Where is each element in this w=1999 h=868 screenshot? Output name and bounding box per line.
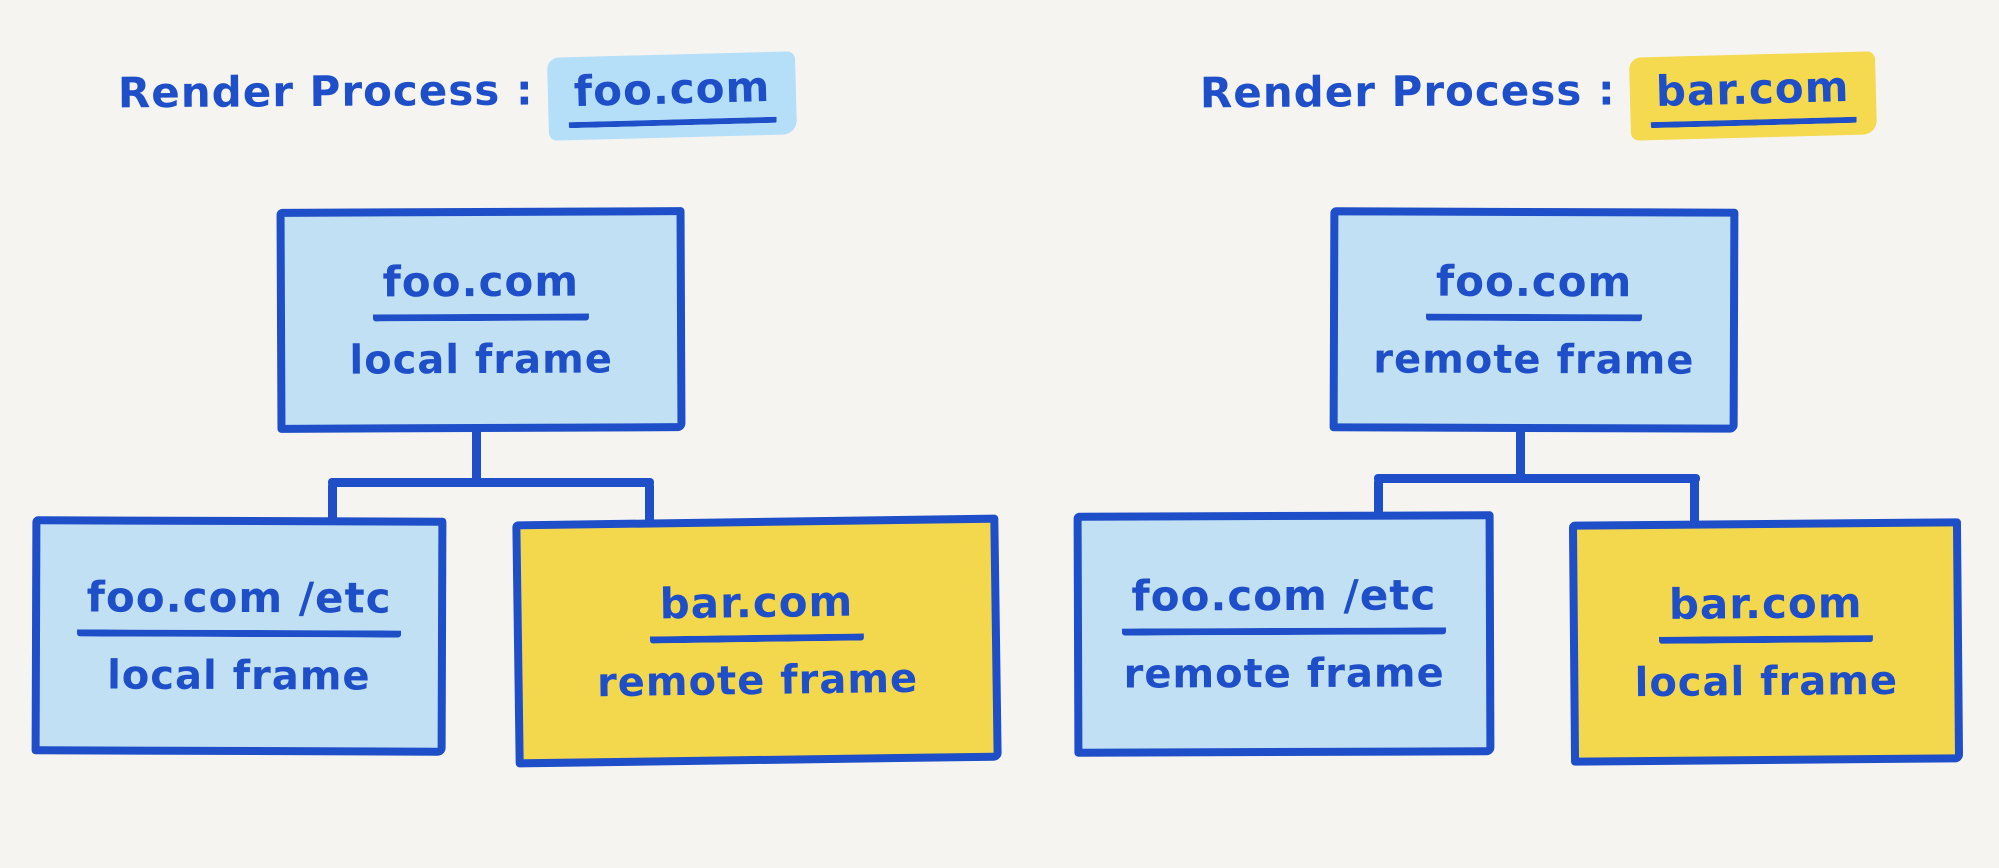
frame-type-label: remote frame (1123, 650, 1445, 698)
connector-drop-right (645, 482, 654, 526)
connector-horizontal (328, 478, 654, 487)
connector-root-stub (472, 424, 481, 486)
frame-box-child: bar.com local frame (1568, 518, 1964, 766)
connector-drop-left (1374, 478, 1383, 518)
frame-type-label: remote frame (1373, 336, 1695, 384)
connector-drop-left (328, 482, 337, 524)
panel-title-domain-highlight: foo.com (546, 51, 798, 141)
connector-root-stub (1516, 424, 1525, 482)
panel-title-domain-highlight: bar.com (1628, 51, 1877, 141)
frame-type-label: remote frame (596, 655, 919, 707)
frame-domain: foo.com (372, 256, 590, 322)
frame-domain: foo.com /etc (1121, 570, 1447, 636)
frame-box-root: foo.com local frame (276, 207, 686, 433)
frame-type-label: local frame (1634, 657, 1899, 707)
frame-domain: bar.com (1658, 578, 1873, 644)
frame-domain: foo.com /etc (76, 572, 402, 638)
frame-type-label: local frame (107, 652, 371, 700)
frame-domain: bar.com (649, 576, 864, 644)
panel-title-domain: foo.com (566, 61, 777, 129)
frame-box-root: foo.com remote frame (1329, 207, 1739, 433)
frame-domain: foo.com (1425, 256, 1643, 322)
frame-type-label: local frame (349, 336, 614, 384)
frame-box-child: foo.com /etc local frame (31, 516, 447, 756)
frame-box-child: foo.com /etc remote frame (1073, 511, 1495, 757)
connector-horizontal (1374, 474, 1700, 483)
frame-box-child: bar.com remote frame (512, 514, 1002, 768)
panel-title-prefix: Render Process : (117, 65, 534, 118)
connector-drop-right (1690, 478, 1699, 526)
panel-title: Render Process : bar.com (1199, 51, 1877, 142)
panel-title: Render Process : foo.com (117, 51, 798, 142)
panel-title-domain: bar.com (1648, 61, 1857, 129)
panel-title-prefix: Render Process : (1199, 65, 1616, 118)
